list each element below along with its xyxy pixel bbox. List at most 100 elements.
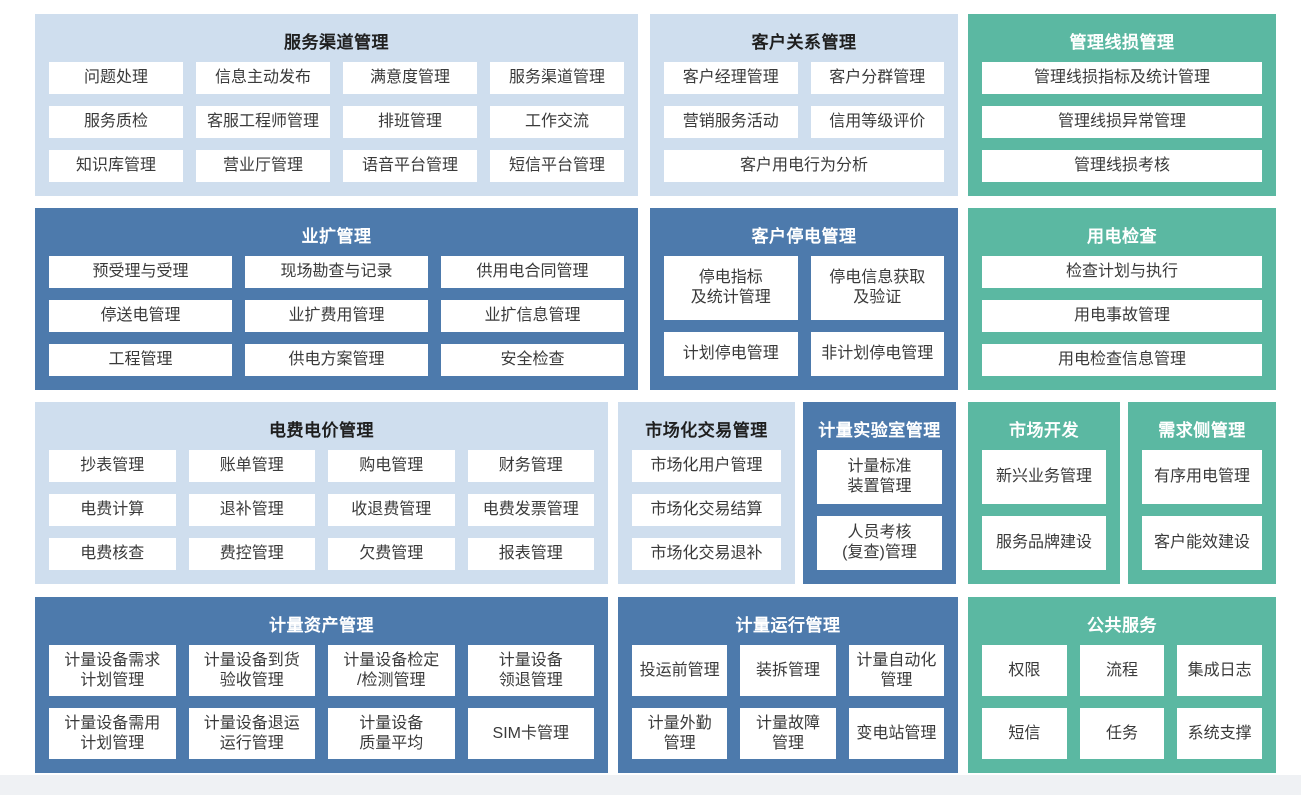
module-item: 停电信息获取 及验证 (810, 256, 944, 320)
module-item: 用电事故管理 (982, 300, 1262, 332)
module-item: 收退费管理 (328, 494, 455, 526)
module-item: 客户用电行为分析 (664, 150, 944, 182)
module-item: 业扩费用管理 (245, 300, 428, 332)
module-item: 工程管理 (49, 344, 232, 376)
module-item: 变电站管理 (848, 708, 944, 759)
module-item: 财务管理 (467, 450, 594, 482)
module-item: 人员考核 (复查)管理 (817, 516, 942, 570)
block-market-trading-mgmt: 市场化交易管理市场化用户管理市场化交易结算市场化交易退补 (618, 402, 795, 584)
module-item: 知识库管理 (49, 150, 183, 182)
demand-side-mgmt-items: 有序用电管理客户能效建设 (1128, 450, 1276, 584)
block-business-expansion-mgmt: 业扩管理预受理与受理现场勘查与记录供用电合同管理停送电管理业扩费用管理业扩信息管… (35, 208, 638, 390)
module-item: 权限 (982, 645, 1067, 696)
module-item: 费控管理 (188, 538, 315, 570)
block-power-inspection: 用电检查检查计划与执行用电事故管理用电检查信息管理 (968, 208, 1276, 390)
module-item: 计量外勤 管理 (632, 708, 728, 759)
module-item: 抄表管理 (49, 450, 176, 482)
module-item: 系统支撑 (1177, 708, 1262, 759)
module-item: 客户能效建设 (1142, 516, 1262, 570)
block-market-development: 市场开发新兴业务管理服务品牌建设 (968, 402, 1120, 584)
service-channel-mgmt-title: 服务渠道管理 (284, 32, 389, 52)
module-item: 计划停电管理 (664, 331, 798, 376)
business-expansion-mgmt-items: 预受理与受理现场勘查与记录供用电合同管理停送电管理业扩费用管理业扩信息管理工程管… (35, 256, 638, 390)
module-item: 装拆管理 (740, 645, 836, 696)
block-customer-outage-mgmt: 客户停电管理停电指标 及统计管理停电信息获取 及验证计划停电管理非计划停电管理 (650, 208, 958, 390)
public-services-title: 公共服务 (1087, 615, 1157, 635)
module-item: 有序用电管理 (1142, 450, 1262, 504)
module-item: 服务品牌建设 (982, 516, 1106, 570)
module-item: 任务 (1079, 708, 1165, 759)
module-item: 退补管理 (188, 494, 315, 526)
module-item: 短信 (982, 708, 1067, 759)
module-item: SIM卡管理 (467, 708, 594, 759)
module-item: 电费核查 (49, 538, 176, 570)
module-item: 排班管理 (343, 106, 477, 138)
module-item: 购电管理 (328, 450, 455, 482)
metering-operation-mgmt-title: 计量运行管理 (735, 615, 841, 635)
module-item: 计量设备 领退管理 (467, 645, 594, 696)
module-item: 营销服务活动 (664, 106, 798, 138)
module-item: 电费发票管理 (467, 494, 594, 526)
demand-side-mgmt-title: 需求侧管理 (1158, 420, 1246, 440)
customer-outage-mgmt-title: 客户停电管理 (751, 226, 857, 246)
module-item: 供电方案管理 (245, 344, 428, 376)
module-item: 信息主动发布 (196, 62, 330, 94)
line-loss-mgmt-items: 管理线损指标及统计管理管理线损异常管理管理线损考核 (968, 62, 1276, 196)
module-item: 计量设备 质量平均 (328, 708, 455, 759)
page-bottom-strip (0, 775, 1301, 795)
module-item: 营业厅管理 (196, 150, 330, 182)
block-metering-operation-mgmt: 计量运行管理投运前管理装拆管理计量自动化 管理计量外勤 管理计量故障 管理变电站… (618, 597, 958, 773)
customer-relationship-mgmt-items: 客户经理管理客户分群管理营销服务活动信用等级评价客户用电行为分析 (650, 62, 958, 196)
module-item: 安全检查 (441, 344, 624, 376)
service-channel-mgmt-items: 问题处理信息主动发布满意度管理服务渠道管理服务质检客服工程师管理排班管理工作交流… (35, 62, 638, 196)
public-services-items: 权限流程集成日志短信任务系统支撑 (968, 645, 1276, 773)
tariff-billing-mgmt-title: 电费电价管理 (269, 420, 374, 440)
module-item: 用电检查信息管理 (982, 344, 1262, 376)
module-item: 停电指标 及统计管理 (664, 256, 798, 320)
module-item: 计量设备退运 运行管理 (188, 708, 315, 759)
module-item: 市场化用户管理 (632, 450, 781, 482)
module-item: 检查计划与执行 (982, 256, 1262, 288)
module-item: 计量故障 管理 (740, 708, 836, 759)
module-item: 计量自动化 管理 (848, 645, 944, 696)
power-inspection-title: 用电检查 (1087, 226, 1157, 246)
block-public-services: 公共服务权限流程集成日志短信任务系统支撑 (968, 597, 1276, 773)
module-item: 非计划停电管理 (810, 331, 944, 376)
market-trading-mgmt-title: 市场化交易管理 (645, 420, 768, 440)
power-inspection-items: 检查计划与执行用电事故管理用电检查信息管理 (968, 256, 1276, 390)
metering-lab-mgmt-items: 计量标准 装置管理人员考核 (复查)管理 (803, 450, 956, 584)
module-item: 满意度管理 (343, 62, 477, 94)
block-tariff-billing-mgmt: 电费电价管理抄表管理账单管理购电管理财务管理电费计算退补管理收退费管理电费发票管… (35, 402, 608, 584)
block-metering-asset-mgmt: 计量资产管理计量设备需求 计划管理计量设备到货 验收管理计量设备检定 /检测管理… (35, 597, 608, 773)
market-development-items: 新兴业务管理服务品牌建设 (968, 450, 1120, 584)
module-item: 集成日志 (1177, 645, 1262, 696)
module-item: 停送电管理 (49, 300, 232, 332)
block-metering-lab-mgmt: 计量实验室管理计量标准 装置管理人员考核 (复查)管理 (803, 402, 956, 584)
metering-asset-mgmt-title: 计量资产管理 (269, 615, 374, 635)
module-item: 短信平台管理 (490, 150, 624, 182)
module-item: 计量设备检定 /检测管理 (328, 645, 455, 696)
module-item: 计量设备需用 计划管理 (49, 708, 176, 759)
module-item: 账单管理 (188, 450, 315, 482)
module-item: 工作交流 (490, 106, 624, 138)
metering-operation-mgmt-items: 投运前管理装拆管理计量自动化 管理计量外勤 管理计量故障 管理变电站管理 (618, 645, 958, 773)
line-loss-mgmt-title: 管理线损管理 (1069, 32, 1175, 52)
module-item: 投运前管理 (632, 645, 728, 696)
module-item: 管理线损异常管理 (982, 106, 1262, 138)
module-item: 管理线损考核 (982, 150, 1262, 182)
market-development-title: 市场开发 (1009, 420, 1079, 440)
tariff-billing-mgmt-items: 抄表管理账单管理购电管理财务管理电费计算退补管理收退费管理电费发票管理电费核查费… (35, 450, 608, 584)
module-item: 问题处理 (49, 62, 183, 94)
module-item: 管理线损指标及统计管理 (982, 62, 1262, 94)
module-item: 客户经理管理 (664, 62, 798, 94)
module-item: 计量设备需求 计划管理 (49, 645, 176, 696)
metering-lab-mgmt-title: 计量实验室管理 (818, 420, 941, 440)
module-item: 服务质检 (49, 106, 183, 138)
module-item: 市场化交易结算 (632, 494, 781, 526)
module-item: 预受理与受理 (49, 256, 232, 288)
module-item: 客服工程师管理 (196, 106, 330, 138)
module-item: 报表管理 (467, 538, 594, 570)
customer-relationship-mgmt-title: 客户关系管理 (751, 32, 857, 52)
business-expansion-mgmt-title: 业扩管理 (301, 226, 372, 246)
